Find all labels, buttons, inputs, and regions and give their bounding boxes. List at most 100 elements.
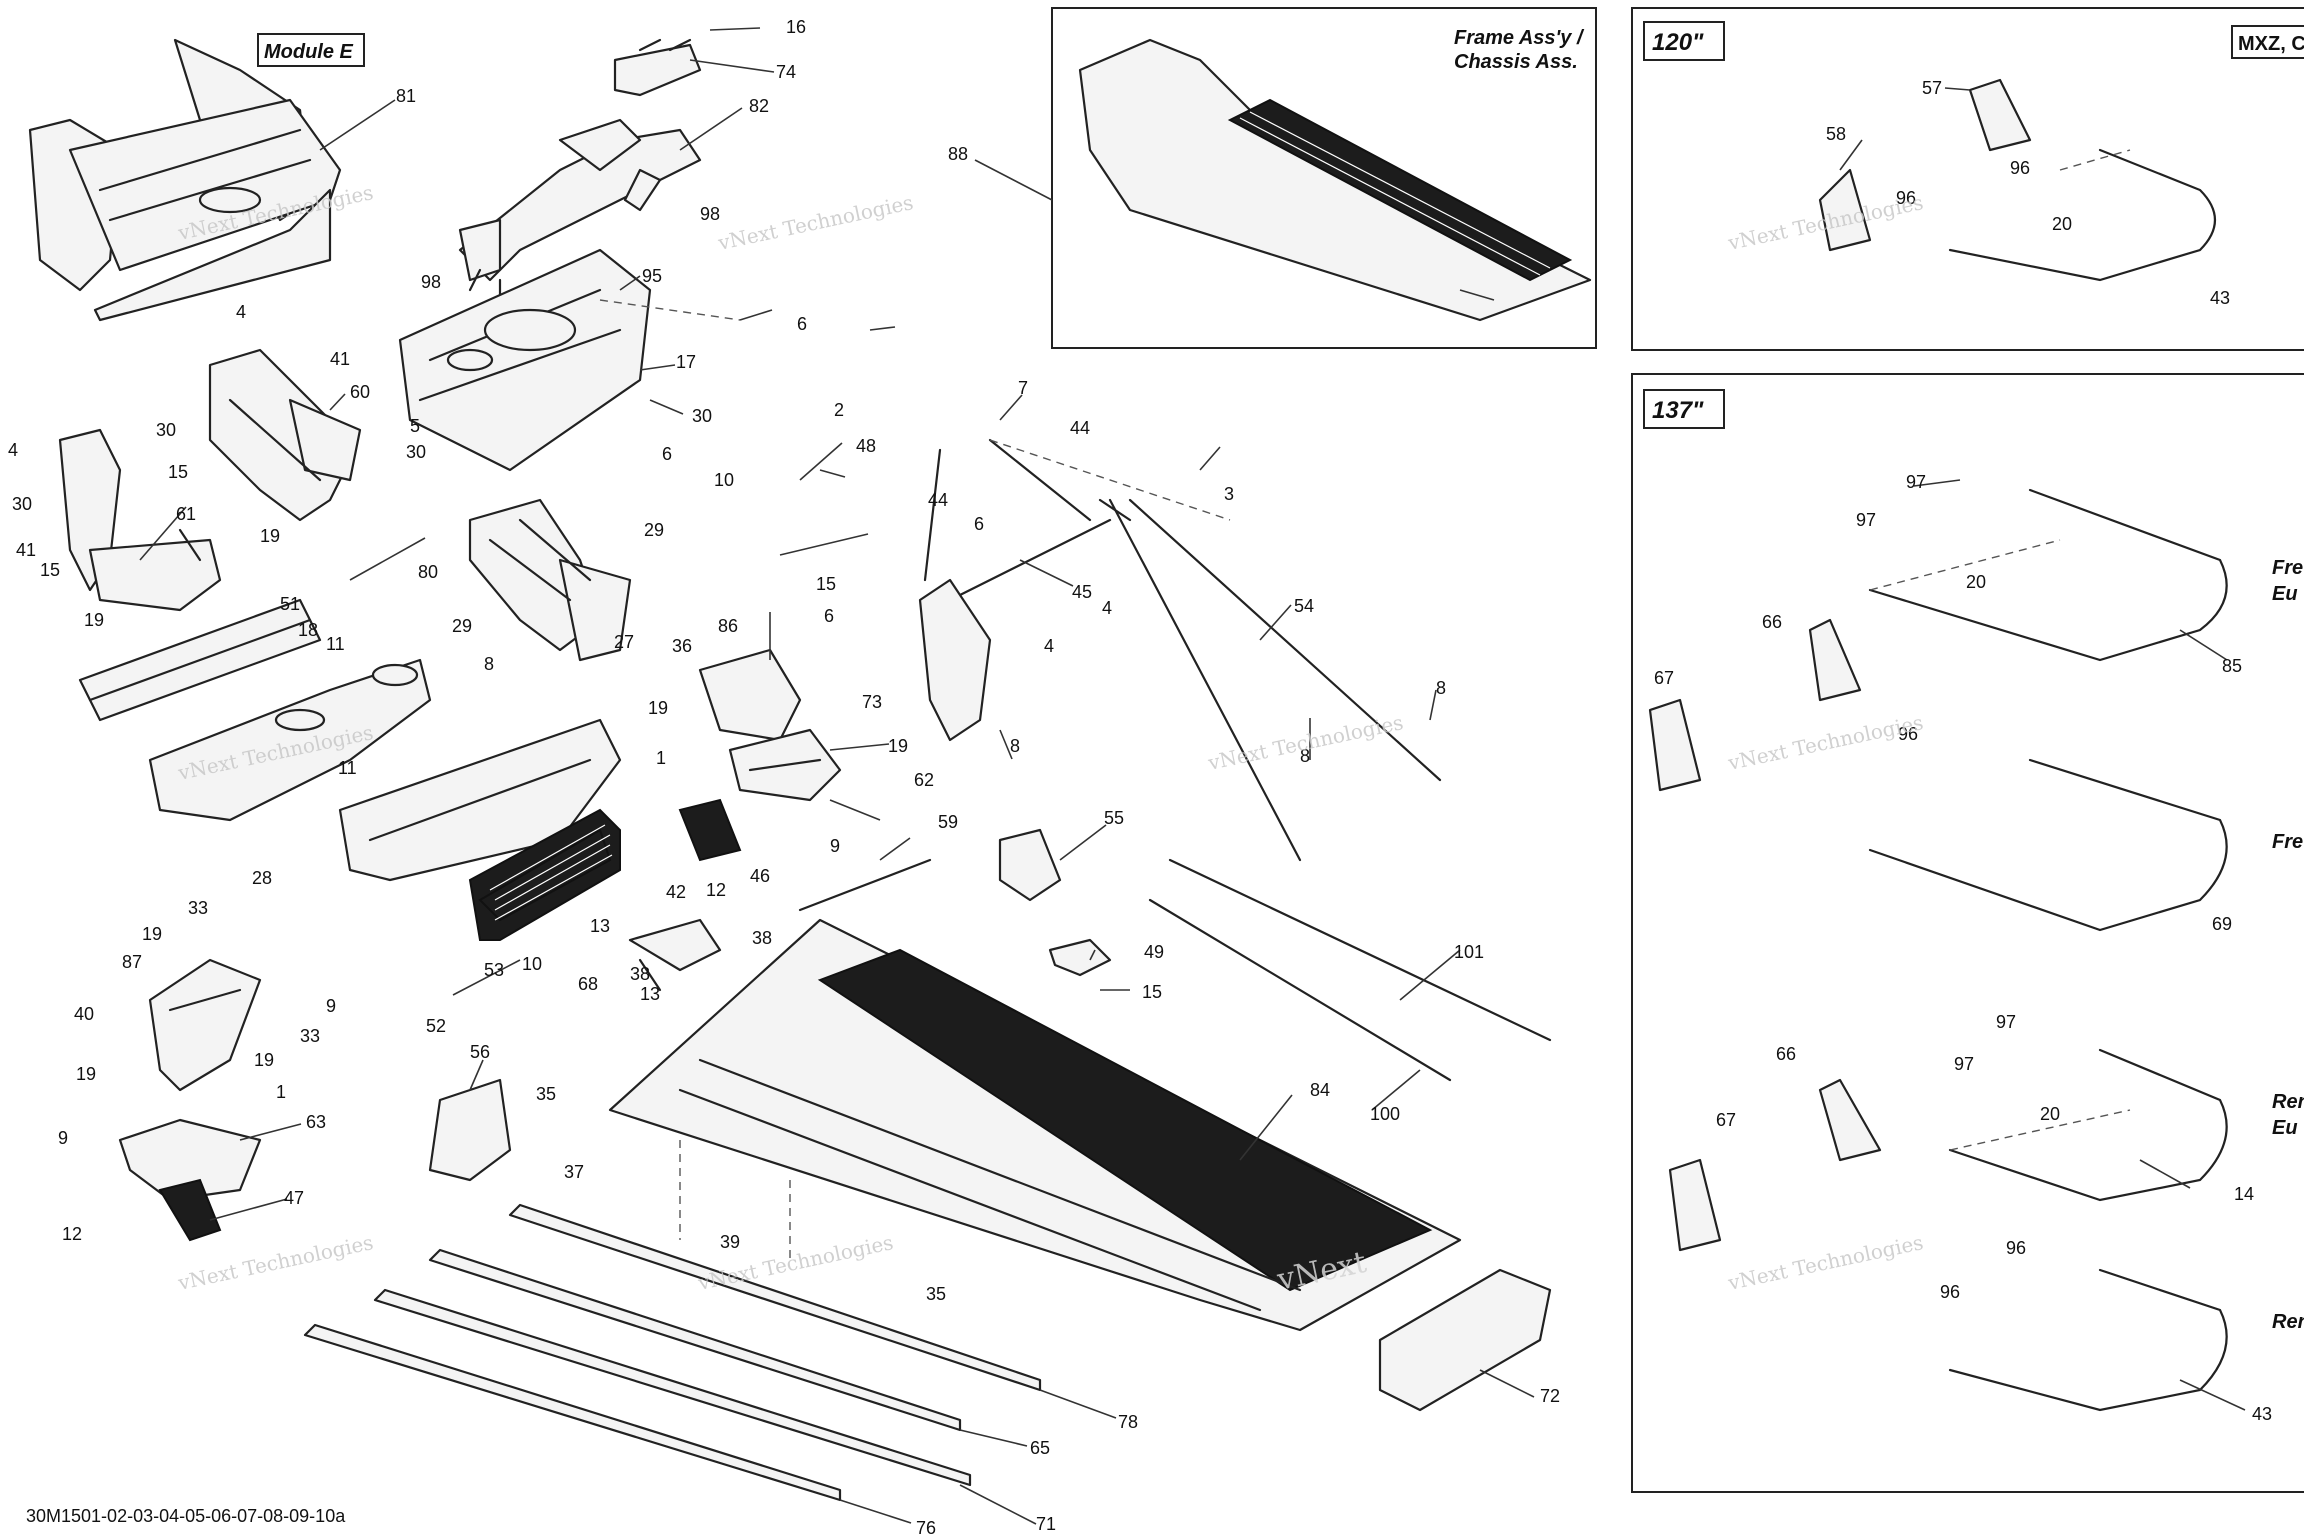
- callout-40: 40: [74, 1004, 94, 1024]
- callout-5: 5: [410, 416, 420, 436]
- callout-69: 69: [2212, 914, 2232, 934]
- callout-8b: 8: [1010, 736, 1020, 756]
- part-86-bracket: [698, 648, 802, 742]
- part-61-side-bracket: [58, 428, 222, 612]
- part-14-bumper: [1948, 1048, 2228, 1202]
- callout-30c: 30: [406, 442, 426, 462]
- part-78-running-board: [508, 1203, 1042, 1392]
- callout-41b: 41: [16, 540, 36, 560]
- frame-assembly-inset-panel: [1051, 7, 1597, 349]
- callout-4d: 4: [1044, 636, 1054, 656]
- svg-text:vNext Technologies: vNext Technologies: [1725, 1230, 1925, 1295]
- callout-57: 57: [1922, 78, 1942, 98]
- callout-74: 74: [776, 62, 796, 82]
- svg-text:120": 120": [1652, 29, 1704, 56]
- frame-assy-label: Frame Ass'y / Chassis Ass.: [1454, 27, 1585, 73]
- part-76-running-board: [303, 1323, 842, 1502]
- callout-76: 76: [916, 1518, 936, 1536]
- callout-96e: 96: [1940, 1282, 1960, 1302]
- part-54-a-frame: [1098, 498, 1442, 862]
- callout-48: 48: [856, 436, 876, 456]
- callout-20c: 20: [2040, 1104, 2060, 1124]
- callout-19e: 19: [142, 924, 162, 944]
- callout-17: 17: [676, 352, 696, 372]
- part-72-rear-bumper: [1378, 1268, 1552, 1412]
- callout-72: 72: [1540, 1386, 1560, 1406]
- part-66-mount-b: [1818, 1078, 1882, 1162]
- callout-97b: 97: [1856, 510, 1876, 530]
- part-88-frame-assembly: [1078, 38, 1592, 322]
- track-120-inset-panel: [1631, 7, 2304, 351]
- part-67-mount-a: [1648, 698, 1702, 792]
- part-47-plate: [158, 1178, 222, 1242]
- callout-15b: 15: [40, 560, 60, 580]
- callout-43a: 43: [2210, 288, 2230, 308]
- svg-text:137": 137": [1652, 397, 1704, 424]
- callout-16: 16: [786, 17, 806, 37]
- part-95-chassis-base: [398, 248, 652, 472]
- callout-54: 54: [1294, 596, 1314, 616]
- part-53-heat-exchanger: [468, 808, 621, 941]
- part-63-skid: [118, 1118, 262, 1202]
- callout-81: 81: [396, 86, 416, 106]
- part-43-bumper-120: [1948, 148, 2216, 282]
- callout-68: 68: [578, 974, 598, 994]
- svg-text:vNext Technologies: vNext Technologies: [1725, 710, 1925, 775]
- callout-65: 65: [1030, 1438, 1050, 1458]
- callout-60: 60: [350, 382, 370, 402]
- callout-86: 86: [718, 616, 738, 636]
- callout-30b: 30: [156, 420, 176, 440]
- callout-98b: 98: [421, 272, 441, 292]
- callout-19b: 19: [260, 526, 280, 546]
- region-label-fre-1: Fre: [2272, 557, 2303, 579]
- part-74-support: [613, 38, 702, 97]
- callout-96a: 96: [2010, 158, 2030, 178]
- part-56-footrest: [428, 1078, 512, 1182]
- callout-12b: 12: [62, 1224, 82, 1244]
- callout-38a: 38: [752, 928, 772, 948]
- callout-19d: 19: [888, 736, 908, 756]
- callout-15d: 15: [1142, 982, 1162, 1002]
- callout-19g: 19: [254, 1050, 274, 1070]
- part-84-tunnel: [608, 918, 1462, 1332]
- callout-97a: 97: [1906, 472, 1926, 492]
- callout-11b: 11: [338, 758, 357, 778]
- region-label-fre-2: Fre: [2272, 831, 2303, 853]
- callout-42: 42: [666, 882, 686, 902]
- svg-text:vNext Technologies: vNext Technologies: [175, 1230, 375, 1295]
- callout-35b: 35: [926, 1284, 946, 1304]
- callout-53: 53: [484, 960, 504, 980]
- leader-lines: [139, 27, 2246, 1525]
- region-label-ren-2: Ren: [2272, 1311, 2304, 1333]
- module-label: Module E: [257, 33, 365, 67]
- part-67-mount-b: [1668, 1158, 1722, 1252]
- callout-30a: 30: [692, 406, 712, 426]
- callout-15c: 15: [816, 574, 836, 594]
- callout-4a: 4: [236, 302, 246, 322]
- callout-1a: 1: [656, 748, 666, 768]
- callout-2: 2: [834, 400, 844, 420]
- callout-49: 49: [1144, 942, 1164, 962]
- callout-19f: 19: [76, 1064, 96, 1084]
- callout-8c: 8: [1436, 678, 1446, 698]
- part-69-bumper: [1868, 758, 2228, 932]
- size-137-label: 137": [1643, 389, 1725, 429]
- callout-10a: 10: [714, 470, 734, 490]
- callout-80: 80: [418, 562, 438, 582]
- part-46-bracket: [678, 798, 742, 862]
- callout-47: 47: [284, 1188, 304, 1208]
- callout-14: 14: [2234, 1184, 2254, 1204]
- part-49-bracket: [1048, 938, 1112, 977]
- callout-63: 63: [306, 1112, 326, 1132]
- part-28-floor-plate: [148, 658, 432, 822]
- callout-9a: 9: [830, 836, 840, 856]
- callout-6a: 6: [797, 314, 807, 334]
- callout-28: 28: [252, 868, 272, 888]
- callout-6b: 6: [662, 444, 672, 464]
- callout-19c: 19: [648, 698, 668, 718]
- track-137-inset-panel: [1631, 373, 2304, 1493]
- part-51-cross-plate: [78, 598, 322, 722]
- part-80-bracket: [468, 498, 632, 662]
- callout-9b: 9: [326, 996, 336, 1016]
